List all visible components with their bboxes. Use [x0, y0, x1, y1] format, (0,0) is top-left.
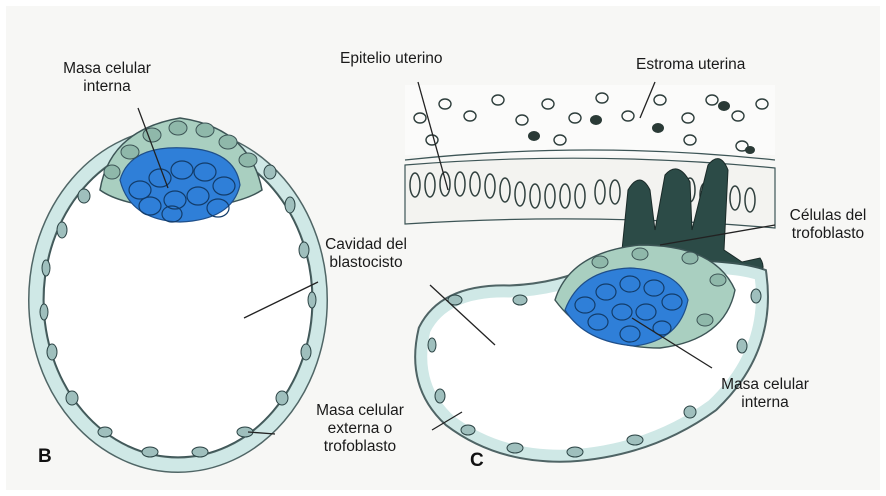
- label-line: trofoblasto: [775, 225, 881, 243]
- label-inner-cell-mass-c: Masa celular interna: [700, 376, 830, 412]
- label-line: interna: [32, 78, 182, 96]
- label-line: trofoblasto: [285, 438, 435, 456]
- label-line: Masa celular: [32, 60, 182, 78]
- label-uterine-stroma: Estroma uterina: [636, 56, 745, 74]
- label-line: Masa celular: [285, 402, 435, 420]
- label-line: Células del: [775, 207, 881, 225]
- label-trophoblast-cells: Células del trofoblasto: [775, 207, 881, 243]
- label-inner-cell-mass-b: Masa celular interna: [32, 60, 182, 96]
- label-line: blastocisto: [306, 254, 426, 272]
- label-line: interna: [700, 394, 830, 412]
- label-blastocyst-cavity: Cavidad del blastocisto: [306, 236, 426, 272]
- label-line: externa o: [285, 420, 435, 438]
- label-uterine-epithelium: Epitelio uterino: [340, 50, 443, 68]
- label-outer-cell-mass: Masa celular externa o trofoblasto: [285, 402, 435, 456]
- panel-letter-c: C: [470, 450, 484, 472]
- panel-letter-b: B: [38, 446, 52, 468]
- label-line: Masa celular: [700, 376, 830, 394]
- label-line: Cavidad del: [306, 236, 426, 254]
